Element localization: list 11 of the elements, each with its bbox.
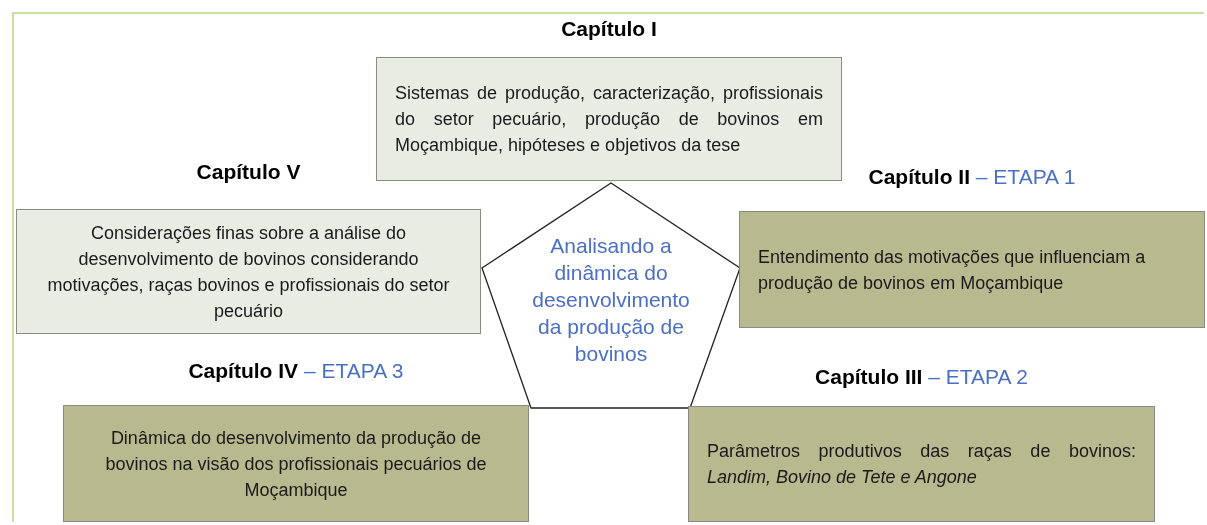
- chapter-heading: Capítulo II – ETAPA 1: [868, 164, 1076, 190]
- chapter-panel: Parâmetros produtivos das raças de bovinos: Landim, Bovino de Tete e Angone: [688, 406, 1155, 522]
- chapter-heading: Capítulo IV – ETAPA 3: [188, 358, 404, 384]
- chapter-heading: Capítulo I: [561, 16, 657, 42]
- chapter-panel: Dinâmica do desenvolvimento da produção de bovinos na visão dos profissionais pecuários de Moçambique: [63, 405, 529, 522]
- chapter-panel: Entendimento das motivações que influenciam a produção de bovinos em Moçambique: [739, 211, 1205, 328]
- center-title: Analisando a dinâmica do desenvolvimento da produção de bovinos: [531, 233, 691, 367]
- chapter-panel: Sistemas de produção, caracterização, profissionais do setor pecuário, produção de bovinos em Moçambique, hipóteses e objetivos da tese: [376, 57, 842, 181]
- chapter-heading: Capítulo V: [196, 159, 301, 185]
- chapter-panel: Considerações finas sobre a análise do desenvolvimento de bovinos considerando motivações, raças bovinos e profissionais do setor pecuário: [16, 209, 481, 334]
- chapter-heading: Capítulo III – ETAPA 2: [815, 364, 1028, 390]
